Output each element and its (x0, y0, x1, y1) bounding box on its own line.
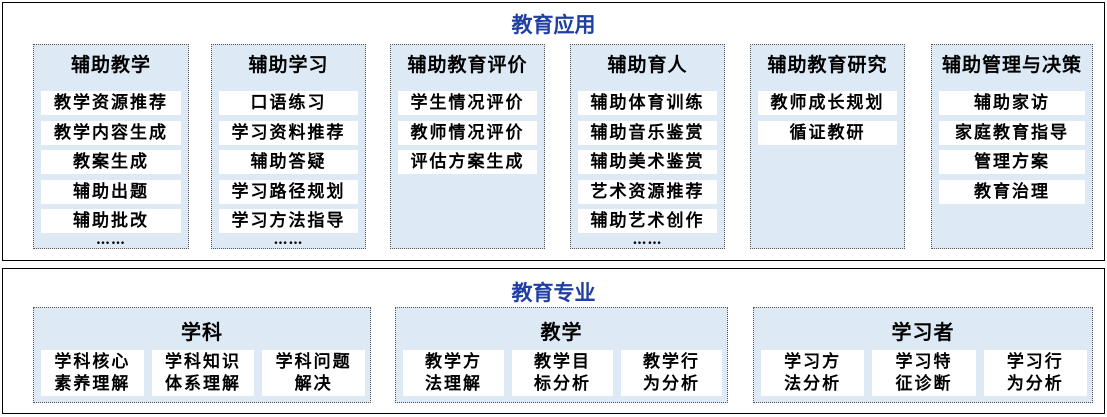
column-item: 辅助艺术创作 (578, 209, 717, 233)
group-teaching: 教学教学方法理解教学目标分析教学行为分析 (395, 307, 728, 403)
column-item: 辅助音乐鉴赏 (578, 120, 717, 145)
group-item-line: 教学目 (534, 352, 591, 372)
application-title: 教育应用 (511, 13, 596, 37)
group-item-line: 学习方 (784, 352, 842, 372)
group-item-line: 为分析 (1006, 374, 1064, 394)
group-item: 学科问题解决 (262, 350, 365, 396)
column-item: 教学内容生成 (41, 120, 181, 145)
group-item-line: 学习特 (895, 352, 953, 372)
group-item-line: 教学方 (425, 352, 482, 372)
group-item: 教学行为分析 (621, 350, 722, 396)
column-title: 辅助教育评价 (407, 54, 528, 76)
column-item: 学生情况评价 (398, 91, 537, 115)
column-item: 教师情况评价 (398, 120, 537, 145)
group-item-line: 学科知识 (164, 352, 241, 372)
group-item-line: 法理解 (425, 374, 482, 394)
column-item: 学习资料推荐 (219, 120, 358, 145)
column-item: 辅助体育训练 (578, 91, 717, 115)
group-item-line: 学习行 (1006, 352, 1064, 372)
group-title: 教学 (540, 320, 583, 344)
group-subject: 学科学科核心素养理解学科知识体系理解学科问题解决 (33, 307, 371, 403)
column-item: 评估方案生成 (398, 150, 537, 174)
group-item-line: 学科核心 (54, 352, 131, 372)
group-item-line: 法分析 (784, 374, 842, 394)
column-item: 辅助出题 (41, 179, 181, 204)
column-item: 教学资源推荐 (41, 91, 181, 115)
group-item: 学习特征诊断 (872, 350, 976, 396)
column-evaluation: 辅助教育评价学生情况评价教师情况评价评估方案生成 (390, 44, 545, 249)
group-item-line: 解决 (294, 374, 333, 394)
column-item: 教育治理 (939, 179, 1085, 204)
column-management: 辅助管理与决策辅助家访家庭教育指导管理方案教育治理 (931, 44, 1093, 249)
ellipsis: …… (632, 232, 663, 248)
column-item: 教师成长规划 (758, 91, 897, 115)
column-item: 学习方法指导 (219, 209, 358, 233)
column-item: 艺术资源推荐 (578, 179, 717, 204)
column-teaching: 辅助教学教学资源推荐教学内容生成教案生成辅助出题辅助批改…… (33, 44, 189, 249)
column-item: 辅助批改 (41, 209, 181, 233)
ellipsis: …… (96, 232, 126, 248)
column-title: 辅助管理与决策 (941, 54, 1082, 76)
group-item: 教学方法理解 (403, 350, 504, 396)
column-learning: 辅助学习口语练习学习资料推荐辅助答疑学习路径规划学习方法指导…… (211, 44, 366, 249)
column-item: 学习路径规划 (219, 179, 358, 204)
column-item: 教案生成 (41, 150, 181, 174)
group-title: 学科 (181, 320, 223, 344)
application-panel: 教育应用 辅助教学教学资源推荐教学内容生成教案生成辅助出题辅助批改……辅助学习口… (2, 2, 1105, 261)
column-item: 辅助答疑 (219, 150, 358, 174)
specialty-title: 教育专业 (511, 281, 596, 305)
column-item: 家庭教育指导 (939, 120, 1085, 145)
column-item: 管理方案 (939, 150, 1085, 174)
group-item: 学科知识体系理解 (151, 350, 255, 396)
group-item-line: 体系理解 (164, 374, 241, 394)
group-item: 学习方法分析 (761, 350, 865, 396)
column-research: 辅助教育研究教师成长规划循证教研 (750, 44, 905, 249)
group-title: 学习者 (891, 320, 955, 344)
group-item-line: 征诊断 (895, 374, 953, 394)
group-item-line: 标分析 (534, 374, 591, 394)
group-learner: 学习者学习方法分析学习特征诊断学习行为分析 (753, 307, 1093, 403)
group-item-line: 素养理解 (54, 374, 131, 394)
group-item: 教学目标分析 (512, 350, 613, 396)
column-title: 辅助学习 (248, 54, 329, 76)
column-item: 口语练习 (219, 91, 358, 115)
column-item: 循证教研 (758, 120, 897, 145)
group-item-line: 教学行 (643, 352, 700, 372)
group-item-line: 学科问题 (275, 352, 352, 372)
group-item-line: 为分析 (643, 374, 700, 394)
column-title: 辅助教育研究 (767, 54, 888, 76)
column-title: 辅助教学 (70, 54, 151, 76)
column-title: 辅助育人 (607, 54, 688, 76)
column-item: 辅助美术鉴赏 (578, 150, 717, 174)
group-item: 学科核心素养理解 (41, 350, 144, 396)
column-cultivation: 辅助育人辅助体育训练辅助音乐鉴赏辅助美术鉴赏艺术资源推荐辅助艺术创作…… (570, 44, 725, 249)
ellipsis: …… (273, 232, 304, 248)
column-item: 辅助家访 (939, 91, 1085, 115)
specialty-panel: 教育专业 学科学科核心素养理解学科知识体系理解学科问题解决教学教学方法理解教学目… (2, 268, 1105, 414)
group-item: 学习行为分析 (983, 350, 1087, 396)
